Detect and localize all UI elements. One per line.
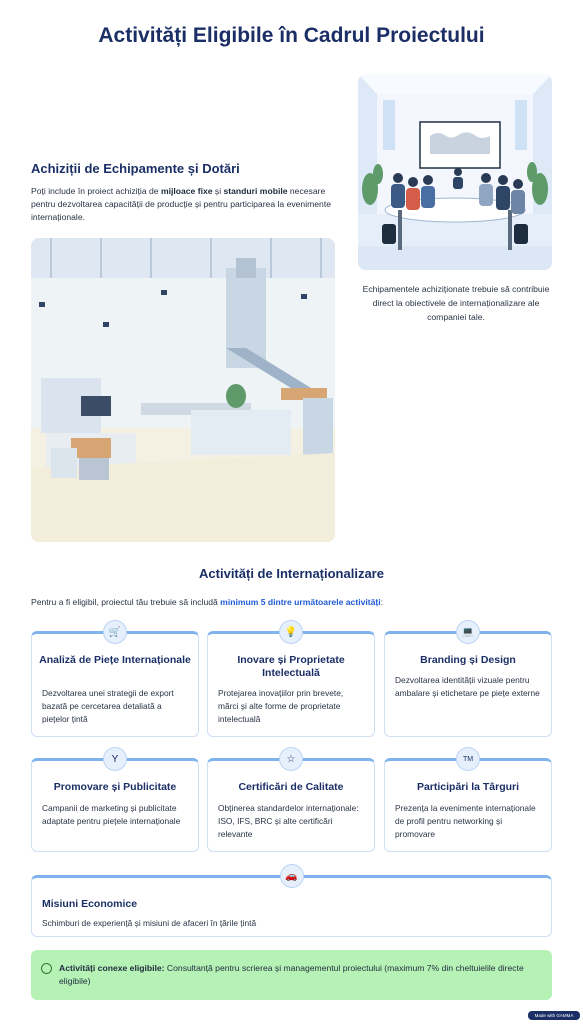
card-description: Dezvoltarea unei strategii de export baz… <box>42 688 174 724</box>
bulb-icon: 💡 <box>279 620 303 644</box>
equipment-description: Poți include în proiect achiziția de mij… <box>31 186 332 222</box>
car-icon: 🚗 <box>279 864 304 888</box>
page-title: Activități Eligibile în Cadrul Proiectul… <box>98 24 485 47</box>
star-icon: ☆ <box>279 747 303 771</box>
card-title: Participări la Târguri <box>416 781 520 793</box>
card-title: Misiuni Economice <box>42 898 138 910</box>
check-circle-icon <box>41 963 52 974</box>
factory-illustration <box>31 238 335 542</box>
trademark-icon: TM <box>456 747 480 771</box>
card-description: Schimburi de experiență și misiuni de af… <box>42 918 257 928</box>
internationalization-intro: Pentru a fi eligibil, proiectul tău treb… <box>31 597 384 607</box>
internationalization-heading: Activități de Internaționalizare <box>199 566 384 581</box>
equipment-caption: Echipamentele achiziționate trebuie să c… <box>362 284 550 322</box>
made-with-badge[interactable]: Made with GAMMA <box>528 1011 580 1020</box>
card-market-analysis: 🛒 Analiză de Piețe Internaționale Dezvol… <box>31 620 199 737</box>
card-title: Branding și Design <box>420 654 516 666</box>
card-description: Dezvoltarea identității vizuale pentru a… <box>395 675 540 698</box>
card-trade-fairs: TM Participări la Târguri Prezența la ev… <box>384 747 552 852</box>
card-promotion: Y Promovare și Publicitate Campanii de m… <box>31 747 199 852</box>
card-title: Promovare și Publicitate <box>53 781 177 793</box>
card-description: Obținerea standardelor internaționale: I… <box>218 803 359 839</box>
card-innovation-ip: 💡 Inovare și Proprietate Intelectuală Pr… <box>207 620 375 737</box>
card-quality-certifications: ☆ Certificări de Calitate Obținerea stan… <box>207 747 375 852</box>
card-description: Campanii de marketing și publicitate ada… <box>42 803 181 826</box>
card-title: Analiză de Piețe Internaționale <box>39 654 191 666</box>
cart-icon: 🛒 <box>103 620 127 644</box>
related-activities-note: Activități conexe eligibile: Consultanță… <box>31 950 552 1000</box>
card-economic-missions: 🚗 Misiuni Economice Schimburi de experie… <box>31 864 552 937</box>
card-title: Inovare și Proprietate Intelectuală <box>237 654 345 679</box>
conference-room-illustration <box>358 74 552 270</box>
note-text: Activități conexe eligibile: Consultanță… <box>59 963 524 986</box>
card-description: Protejarea inovațiilor prin brevete, măr… <box>218 688 344 724</box>
card-title: Certificări de Calitate <box>238 781 344 793</box>
equipment-heading: Achiziții de Echipamente și Dotări <box>31 161 240 176</box>
card-description: Prezența la evenimente internaționale de… <box>395 803 536 839</box>
y-icon: Y <box>103 747 127 771</box>
laptop-icon: 💻 <box>456 620 480 644</box>
card-branding-design: 💻 Branding și Design Dezvoltarea identit… <box>384 620 552 737</box>
